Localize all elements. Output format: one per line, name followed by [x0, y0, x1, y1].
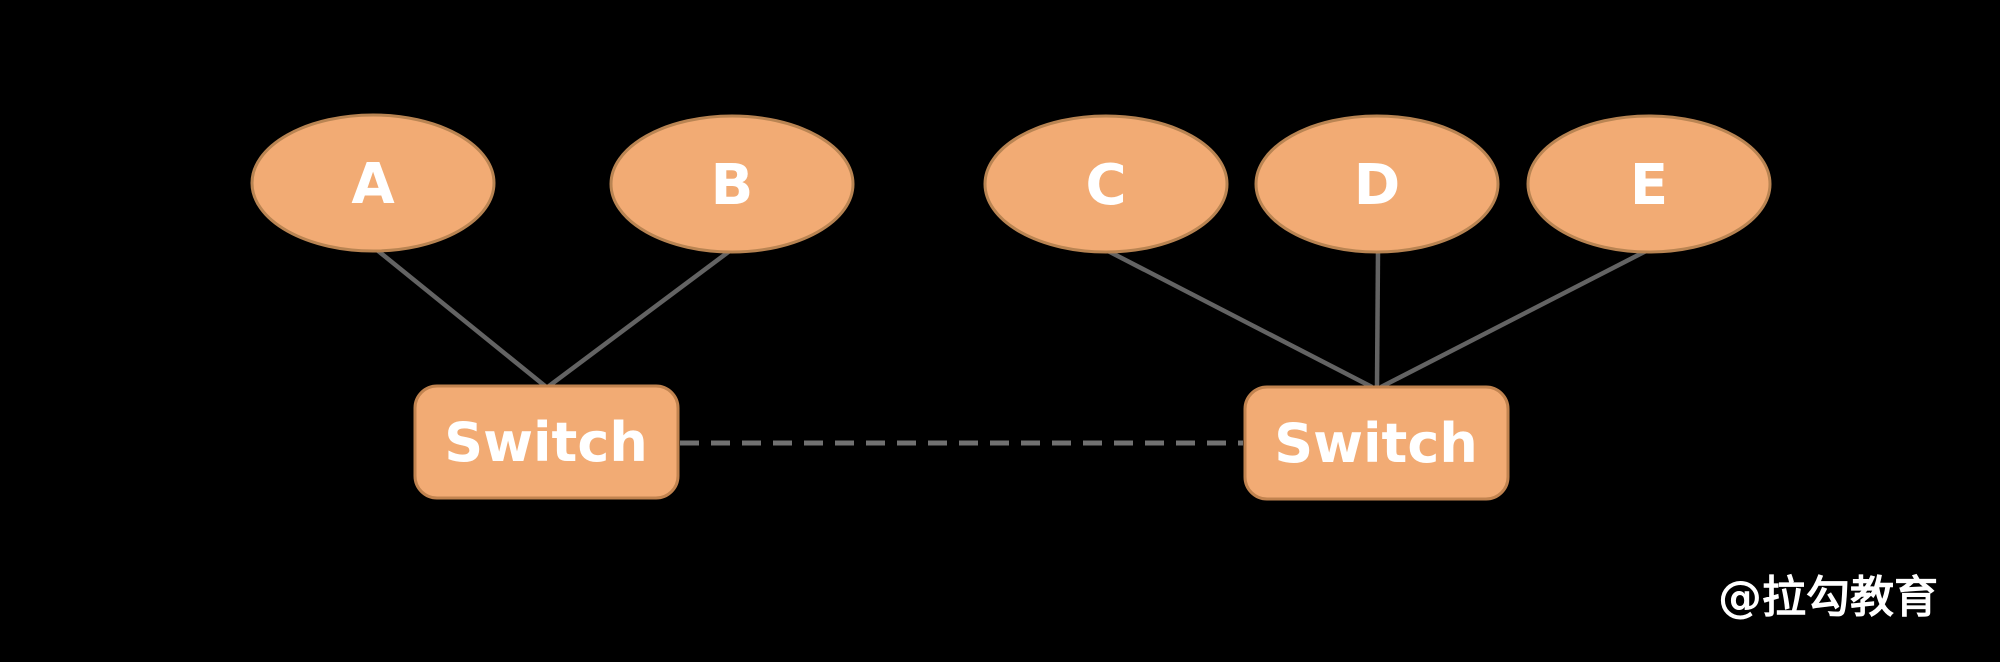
- host-ellipse-c: [983, 114, 1229, 254]
- host-node-b: B: [609, 114, 855, 254]
- switch-box-right: [1243, 385, 1510, 501]
- switch-node-left: Switch: [413, 384, 680, 500]
- link-e-to-right-switch: [1379, 247, 1650, 390]
- host-label-b: B: [711, 153, 754, 218]
- switch-label-left: Switch: [444, 411, 648, 474]
- host-node-c: C: [983, 114, 1229, 254]
- host-label-e: E: [1630, 153, 1668, 218]
- host-label-c: C: [1085, 153, 1126, 218]
- host-label-d: D: [1354, 153, 1400, 218]
- host-node-d: D: [1254, 114, 1500, 254]
- link-a-to-left-switch: [375, 248, 547, 388]
- watermark-text: @拉勾教育: [1718, 572, 1938, 623]
- host-ellipse-d: [1254, 114, 1500, 254]
- host-ellipse-e: [1526, 114, 1772, 254]
- host-links: [375, 247, 1650, 390]
- host-node-e: E: [1526, 114, 1772, 254]
- link-d-to-right-switch: [1374, 250, 1381, 388]
- link-b-to-left-switch: [547, 248, 733, 388]
- link-c-to-right-switch: [1106, 248, 1374, 390]
- switch-node-right: Switch: [1243, 385, 1510, 501]
- host-node-a: A: [250, 113, 496, 253]
- switch-label-right: Switch: [1274, 412, 1478, 475]
- switch-box-left: [413, 384, 680, 500]
- host-ellipse-a: [250, 113, 496, 253]
- host-ellipse-b: [609, 114, 855, 254]
- host-label-a: A: [351, 152, 395, 217]
